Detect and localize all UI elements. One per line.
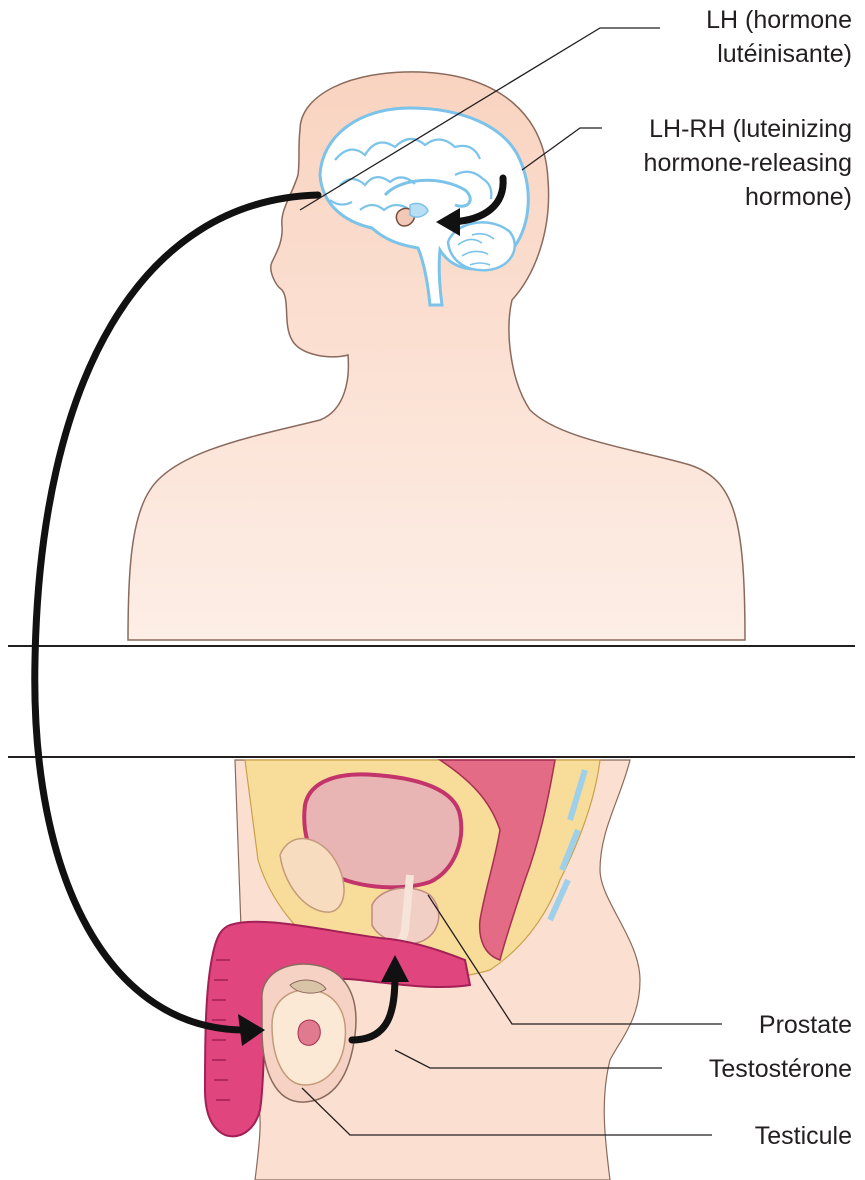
label-testicule: Testicule xyxy=(755,1122,852,1150)
label-lh-line2: lutéinisante) xyxy=(717,40,852,68)
label-prostate: Prostate xyxy=(759,1011,852,1039)
testicle-core xyxy=(298,1020,320,1045)
label-lh-line1: LH (hormone xyxy=(706,6,852,34)
label-lhrh-line2: hormone-releasing xyxy=(644,149,852,177)
label-testosterone: Testostérone xyxy=(709,1055,852,1083)
pelvic-anatomy xyxy=(205,760,640,1180)
label-lhrh-line3: hormone) xyxy=(745,183,852,211)
label-lhrh-line1: LH-RH (luteinizing xyxy=(649,115,852,143)
